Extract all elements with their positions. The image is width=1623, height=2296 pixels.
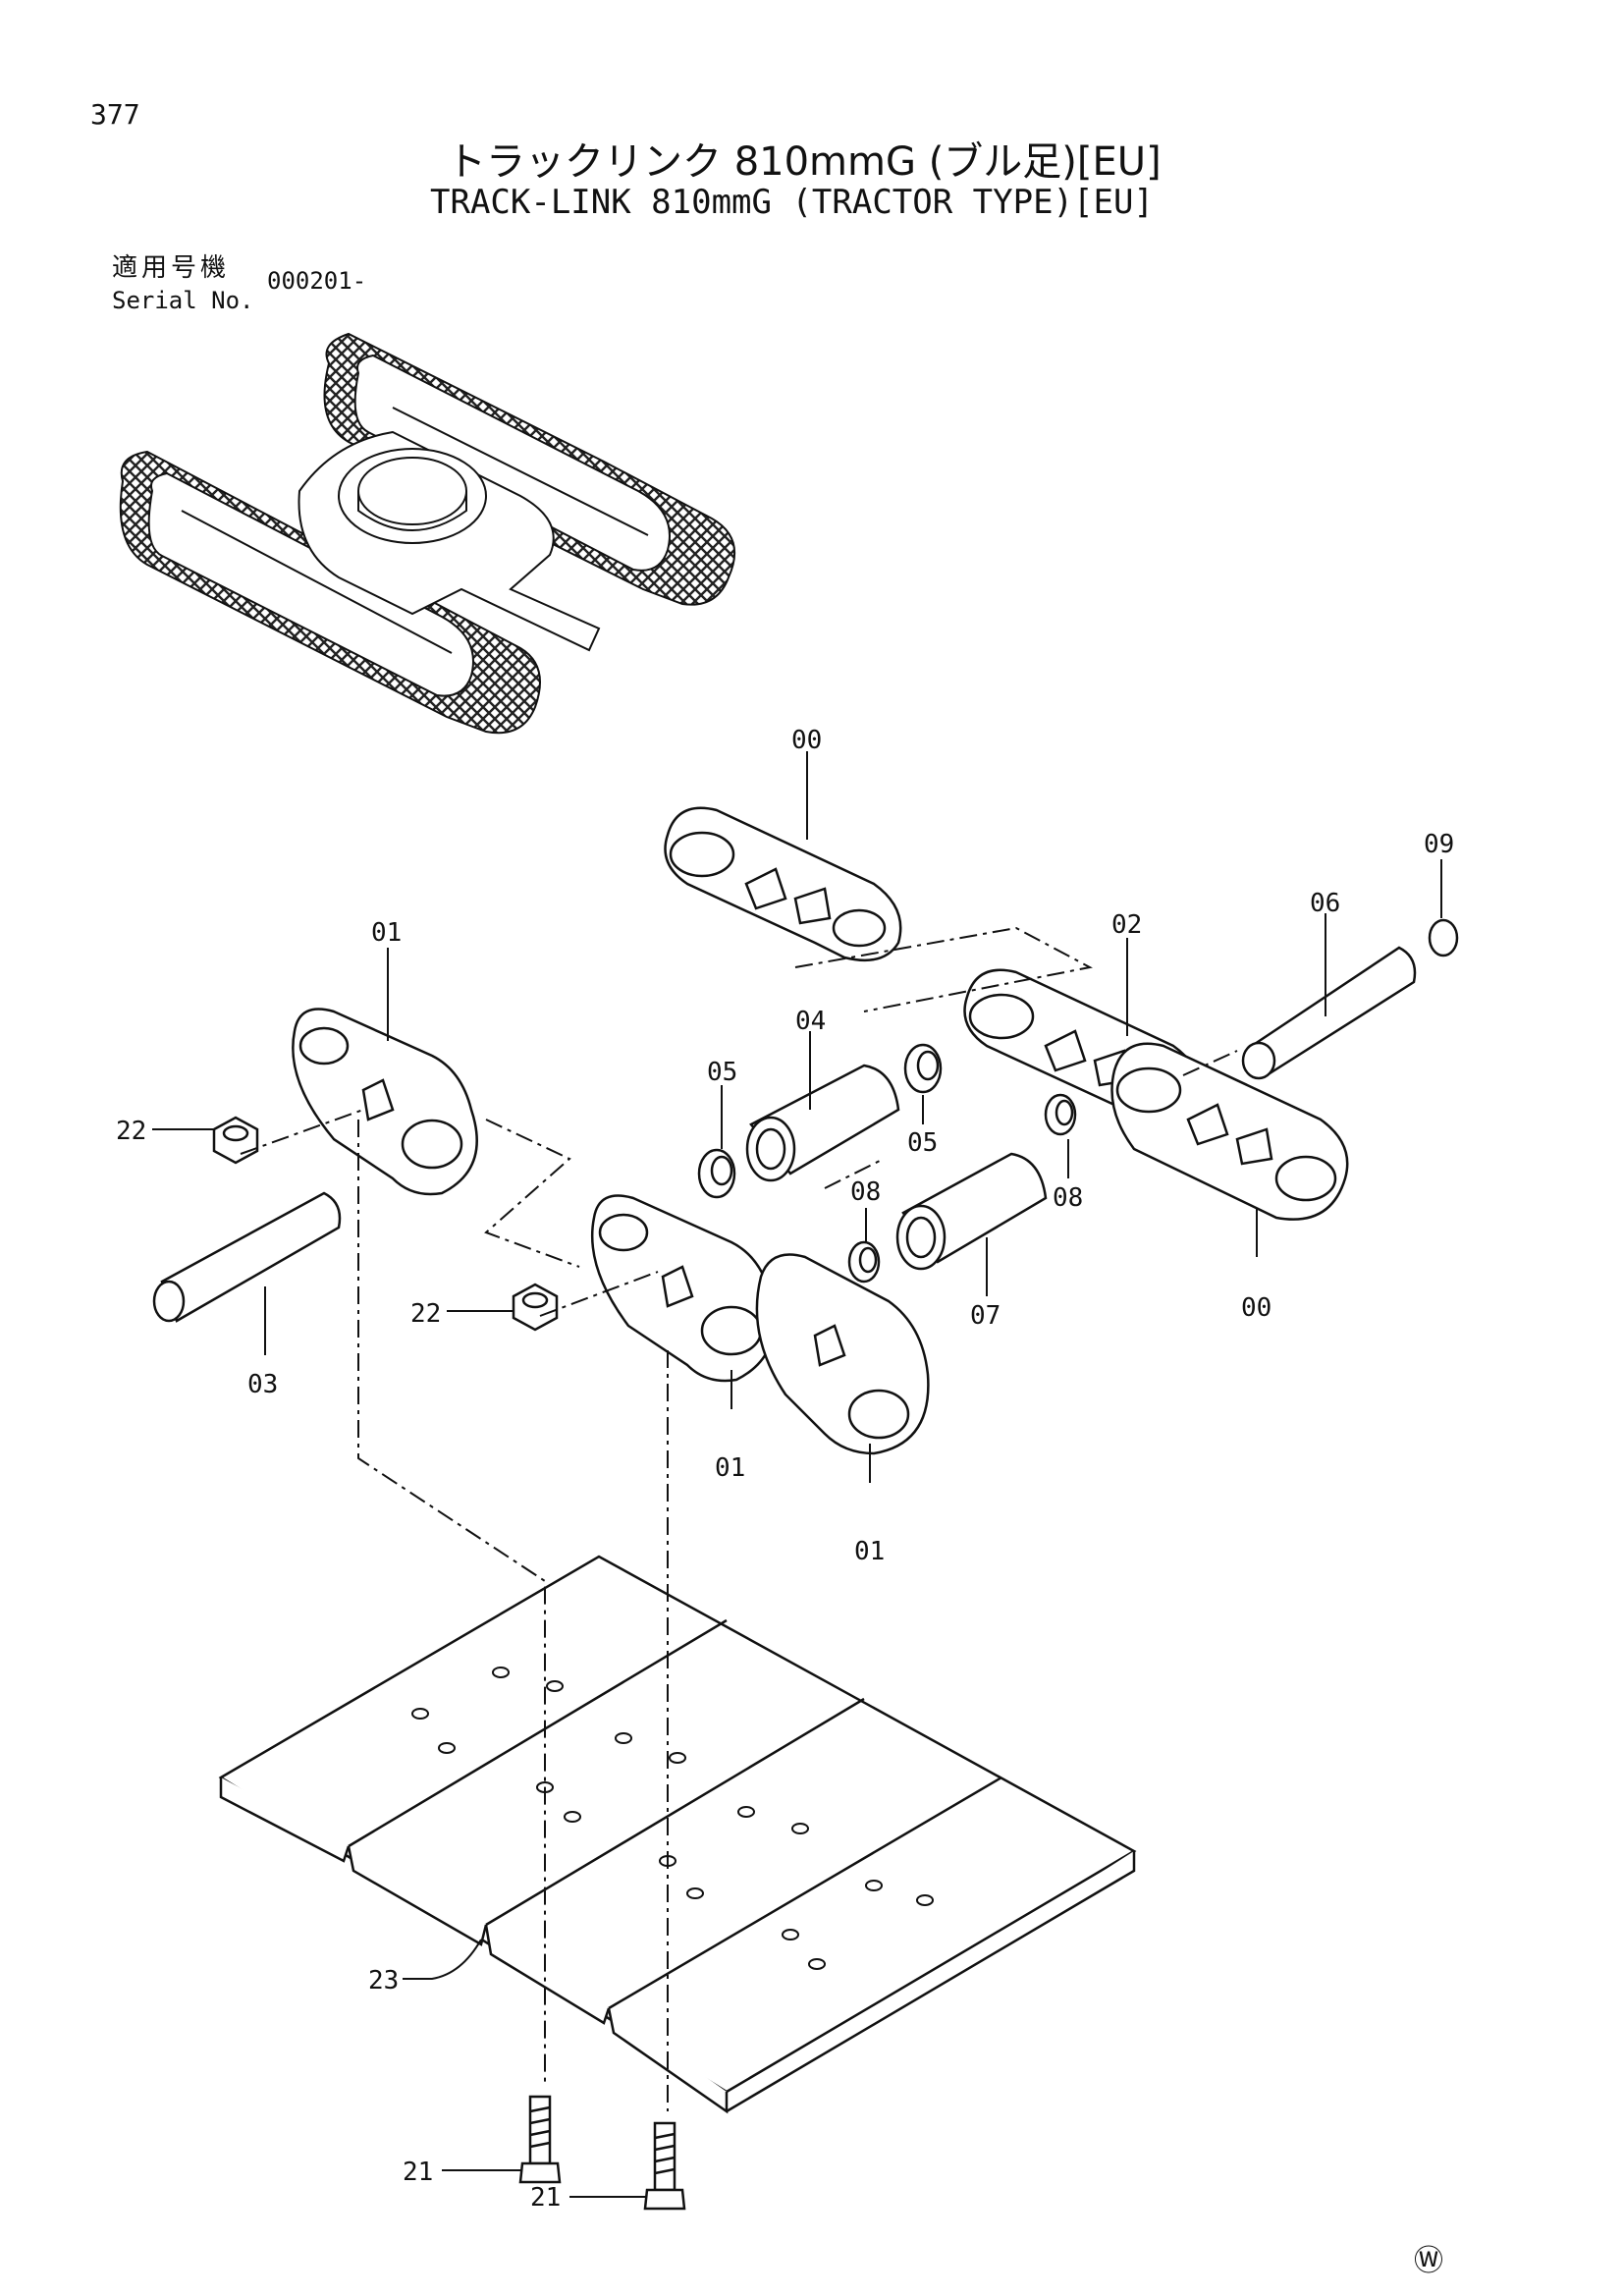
snap-ring-09: [1428, 918, 1459, 957]
callout-22-b: 22: [410, 1299, 441, 1329]
callout-00-top: 00: [791, 726, 822, 755]
seal-05-b: [903, 1043, 943, 1094]
callout-21-a: 21: [403, 2158, 433, 2187]
callout-06: 06: [1310, 889, 1340, 918]
pin-03: [152, 1191, 342, 1323]
nut-22-a: [212, 1116, 259, 1165]
callout-08-a: 08: [850, 1177, 881, 1207]
bushing-07: [895, 1152, 1048, 1271]
callout-08-b: 08: [1053, 1183, 1083, 1213]
serial-label-english: Serial No.: [112, 287, 254, 314]
serial-number-value: 000201-: [267, 267, 367, 295]
bolt-21-a: [518, 2095, 562, 2184]
bolt-21-b: [643, 2121, 686, 2211]
callout-01-middle: 01: [715, 1453, 745, 1483]
serial-label-japanese: 適用号機: [112, 253, 231, 283]
callout-03: 03: [247, 1370, 278, 1399]
callout-04: 04: [795, 1007, 826, 1036]
undercarriage-illustration: [119, 332, 736, 735]
seal-08-b: [1044, 1093, 1077, 1136]
callout-21-b: 21: [530, 2183, 561, 2213]
track-link-01-bottom: [755, 1253, 930, 1455]
track-link-00-top: [664, 806, 902, 962]
bushing-04: [745, 1064, 900, 1182]
track-shoe-23: [218, 1555, 1137, 2114]
callout-00-right: 00: [1241, 1293, 1271, 1323]
callout-09: 09: [1424, 830, 1454, 859]
footer-mark: Ⓦ: [1414, 2244, 1443, 2278]
track-link-01-left: [292, 1008, 478, 1196]
callout-05-b: 05: [907, 1128, 938, 1158]
pin-06: [1241, 946, 1417, 1080]
assembly-guide-lines: [240, 926, 1238, 2111]
seal-08-a: [847, 1240, 881, 1284]
callout-05-a: 05: [707, 1058, 737, 1087]
nut-22-b: [512, 1283, 559, 1332]
page-title-japanese: トラックリンク 810mmG (ブル足)[EU]: [447, 139, 1162, 185]
track-link-00-right: [1110, 1042, 1349, 1221]
page-number: 377: [90, 98, 140, 131]
callout-02: 02: [1111, 910, 1142, 940]
callout-22-a: 22: [116, 1117, 146, 1146]
page-title-english: TRACK-LINK 810mmG (TRACTOR TYPE)[EU]: [430, 183, 1154, 222]
callout-07: 07: [970, 1301, 1001, 1331]
leader-lines: [152, 751, 1442, 2198]
callout-23: 23: [368, 1966, 399, 1995]
track-link-01-middle: [590, 1194, 776, 1383]
callout-01-bottom: 01: [854, 1537, 885, 1566]
callout-01-left: 01: [371, 918, 402, 948]
seal-05-a: [697, 1148, 736, 1199]
